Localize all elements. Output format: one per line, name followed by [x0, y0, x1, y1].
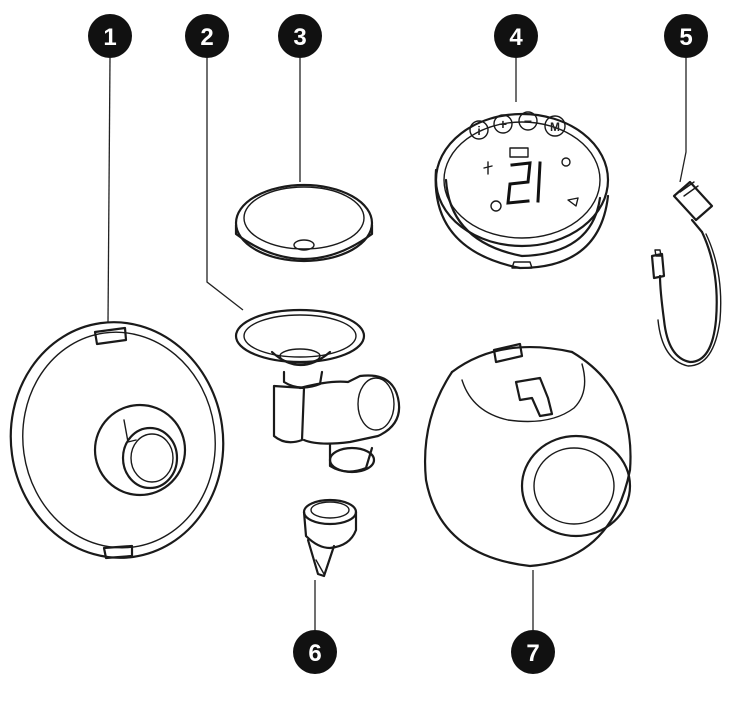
callout-1-label: 1	[103, 24, 116, 51]
callout-7-label: 7	[526, 640, 539, 667]
collection-cup-part	[423, 342, 632, 568]
callout-2-label: 2	[200, 24, 213, 51]
callout-2: 2	[185, 14, 229, 58]
callout-3-label: 3	[293, 24, 306, 51]
callout-4: 4	[494, 14, 538, 58]
usb-cable-part	[650, 180, 722, 367]
breast-shield-part	[9, 321, 225, 560]
callout-5-label: 5	[679, 24, 692, 51]
membrane-part	[234, 183, 374, 263]
flange-valve-part	[234, 308, 401, 474]
motor-unit-part: i + − M	[434, 111, 610, 270]
callout-4-label: 4	[509, 24, 523, 51]
control-buttons: i + − M	[469, 111, 566, 140]
callout-5: 5	[664, 14, 708, 58]
callout-7: 7	[511, 630, 555, 674]
duckbill-valve-part	[302, 498, 358, 578]
callout-1: 1	[88, 14, 132, 58]
minus-button-label: −	[524, 113, 532, 129]
mode-icons	[483, 157, 579, 212]
plus-button-label: +	[499, 116, 507, 132]
mode-button-label: M	[550, 120, 560, 134]
leader-lines	[107, 57, 687, 630]
info-button-label: i	[477, 124, 480, 138]
callout-6-label: 6	[308, 640, 321, 667]
callout-3: 3	[278, 14, 322, 58]
seven-segment-display	[506, 161, 542, 205]
callout-6: 6	[293, 630, 337, 674]
battery-icon	[509, 147, 529, 158]
